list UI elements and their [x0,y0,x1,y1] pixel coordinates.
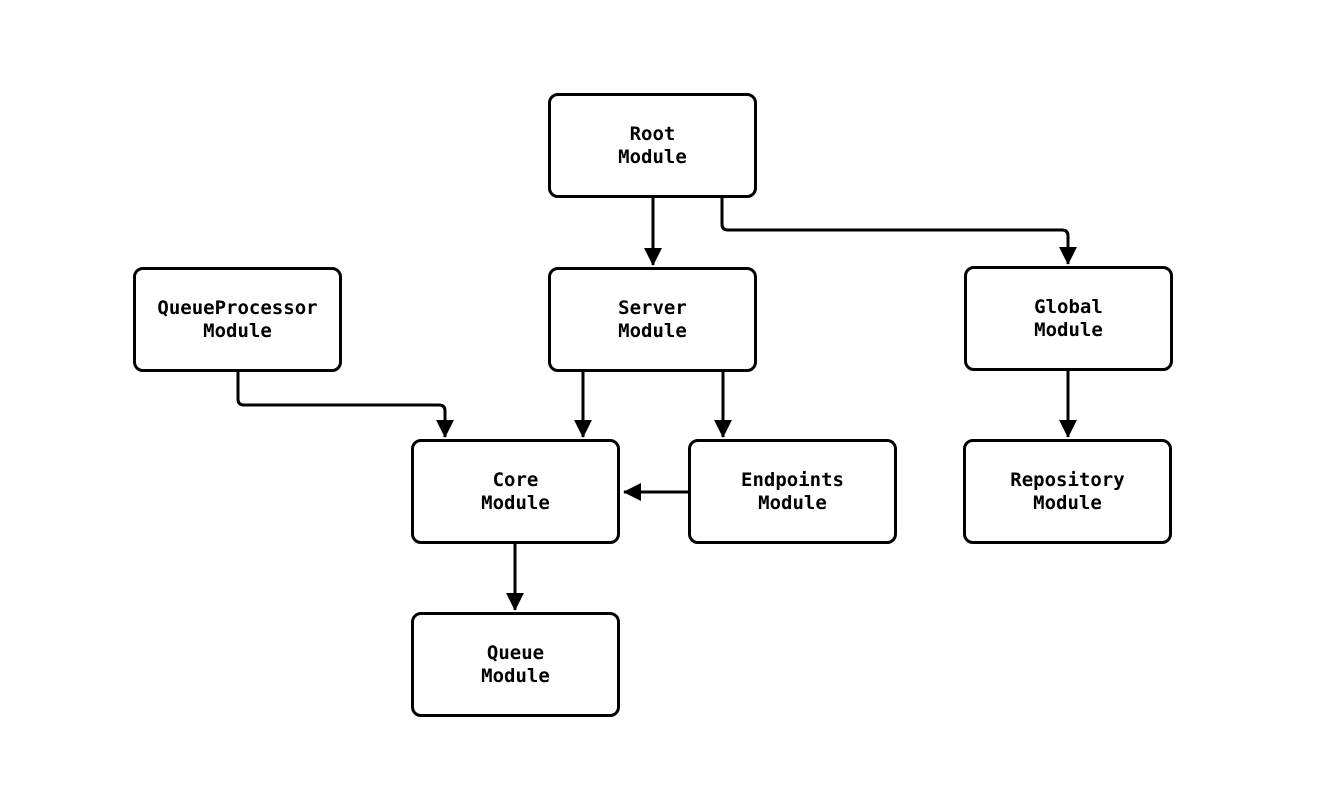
node-repository-module: Repository Module [963,439,1172,544]
node-queueprocessor-module-label: QueueProcessor Module [157,297,318,342]
node-endpoints-module: Endpoints Module [688,439,897,544]
node-endpoints-module-label: Endpoints Module [741,469,844,514]
node-core-module-label: Core Module [481,469,550,514]
node-queue-module-label: Queue Module [481,642,550,687]
node-repository-module-label: Repository Module [1010,469,1125,514]
node-server-module-label: Server Module [618,297,687,342]
node-queue-module: Queue Module [411,612,620,717]
node-server-module: Server Module [548,267,757,372]
node-root-module: Root Module [548,93,757,198]
node-queueprocessor-module: QueueProcessor Module [133,267,342,372]
node-root-module-label: Root Module [618,123,687,168]
node-core-module: Core Module [411,439,620,544]
edge-queueprocessor-to-core [236,372,454,438]
node-global-module: Global Module [964,266,1173,371]
node-global-module-label: Global Module [1034,296,1103,341]
edge-root-to-global [720,198,1077,265]
